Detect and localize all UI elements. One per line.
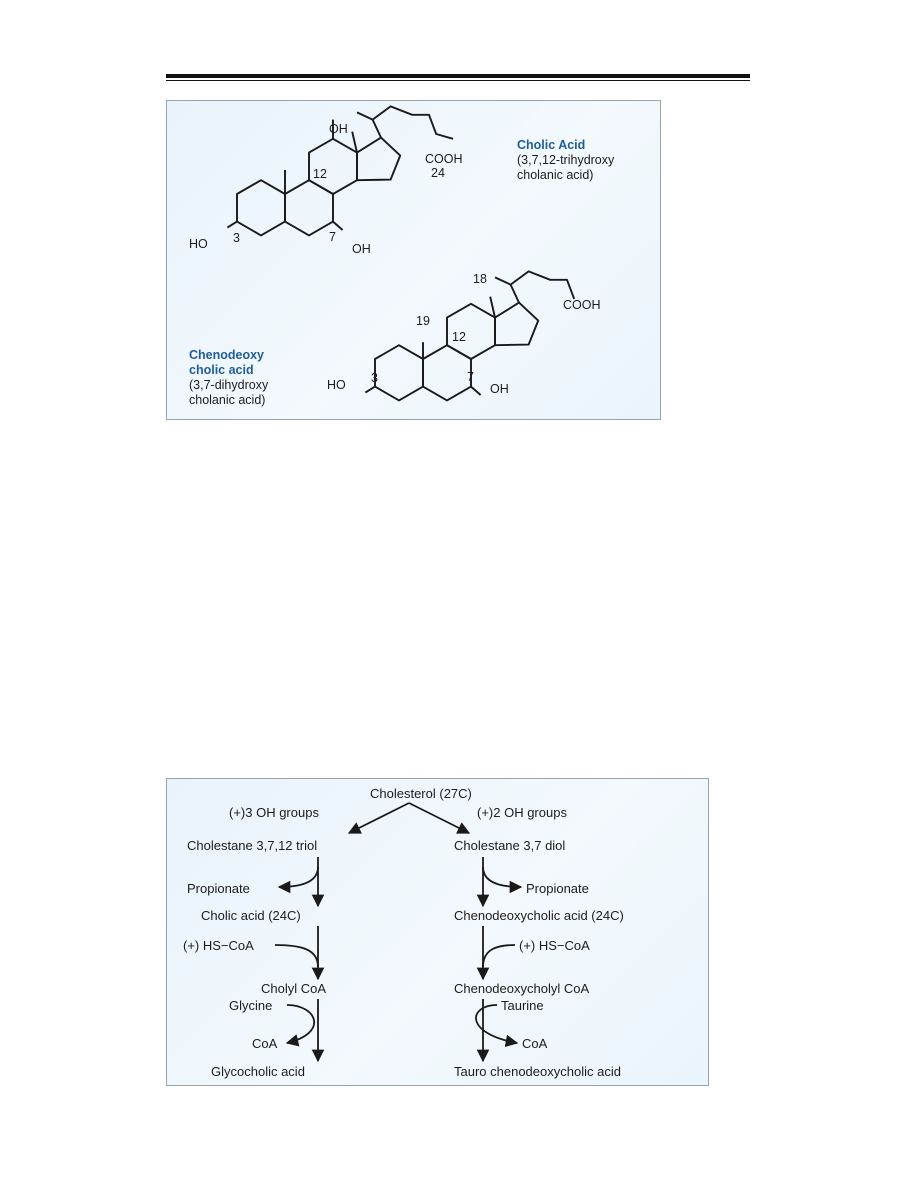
cholic-num-7: 7: [329, 230, 336, 244]
cheno-desc-2: cholanic acid): [189, 393, 265, 407]
cheno-title-1: Chenodeoxy: [189, 348, 264, 362]
chenodeoxycholic-acid-structure: [364, 270, 576, 402]
label-glycine: Glycine: [229, 998, 272, 1013]
node-tauro-chenodeoxycholic-acid: Tauro chenodeoxycholic acid: [454, 1064, 621, 1079]
header-rule-thick: [166, 74, 750, 78]
label-right-branch: (+)2 OH groups: [477, 805, 567, 820]
node-chenodeoxycholic-acid: Chenodeoxycholic acid (24C): [454, 908, 624, 923]
label-right-hscoa: (+) HS−CoA: [519, 938, 590, 953]
label-left-hscoa: (+) HS−CoA: [183, 938, 254, 953]
bile-acid-structures-panel: OH 12 COOH 24 HO 3 7 OH Cholic Acid (3,7…: [166, 100, 661, 420]
cheno-num-19: 19: [416, 314, 430, 328]
cheno-title-2: cholic acid: [189, 363, 254, 377]
cholic-num-3: 3: [233, 231, 240, 245]
node-glycocholic-acid: Glycocholic acid: [211, 1064, 305, 1079]
cholic-cooh: COOH: [425, 152, 463, 166]
label-left-branch: (+)3 OH groups: [229, 805, 319, 820]
label-right-propionate: Propionate: [526, 881, 589, 896]
cheno-num-18: 18: [473, 272, 487, 286]
arrow-right-propionate: [482, 866, 523, 894]
label-left-propionate: Propionate: [187, 881, 250, 896]
node-cholestane-triol: Cholestane 3,7,12 triol: [187, 838, 317, 853]
node-chenodeoxycholyl-coa: Chenodeoxycholyl CoA: [454, 981, 589, 996]
node-cholic-acid: Cholic acid (24C): [201, 908, 301, 923]
cholic-desc-2: cholanic acid): [517, 168, 593, 182]
cholic-acid-structure: [226, 105, 454, 237]
cholic-desc-1: (3,7,12-trihydroxy: [517, 153, 615, 167]
cheno-num-12: 12: [452, 330, 466, 344]
node-cholyl-coa: Cholyl CoA: [261, 981, 326, 996]
node-cholesterol: Cholesterol (27C): [370, 786, 472, 801]
arrow-cholesterol-to-triol: [347, 802, 410, 834]
cholic-ho-3: HO: [189, 237, 208, 251]
cholic-num-24: 24: [431, 166, 445, 180]
label-right-coa: CoA: [522, 1036, 548, 1051]
cholic-title: Cholic Acid: [517, 138, 585, 152]
bile-acid-pathway-panel: Cholesterol (27C) (+)3 OH groups (+)2 OH…: [166, 778, 709, 1086]
cheno-ho-3: HO: [327, 378, 346, 392]
cheno-cooh: COOH: [563, 298, 601, 312]
arrow-taurine-coa: [475, 1004, 519, 1048]
cholic-num-12: 12: [313, 167, 327, 181]
cheno-num-3: 3: [371, 371, 378, 385]
bile-acid-structures-svg: OH 12 COOH 24 HO 3 7 OH Cholic Acid (3,7…: [189, 105, 615, 407]
label-taurine: Taurine: [501, 998, 544, 1013]
cheno-oh-7: OH: [490, 382, 509, 396]
arc-right-hscoa: [482, 944, 516, 968]
cholic-oh-12: OH: [329, 122, 348, 136]
cheno-desc-1: (3,7-dihydroxy: [189, 378, 269, 392]
label-left-coa: CoA: [252, 1036, 278, 1051]
cholic-oh-7: OH: [352, 242, 371, 256]
bile-acid-pathway-svg: Cholesterol (27C) (+)3 OH groups (+)2 OH…: [183, 786, 624, 1079]
arrow-left-propionate: [277, 866, 319, 894]
arrow-cholesterol-to-diol: [408, 802, 471, 834]
header-rule-thin: [166, 80, 750, 81]
cheno-num-7: 7: [467, 370, 474, 384]
arrow-glycine-coa: [285, 1004, 316, 1047]
arc-left-hscoa: [274, 944, 319, 968]
node-cholestane-diol: Cholestane 3,7 diol: [454, 838, 565, 853]
